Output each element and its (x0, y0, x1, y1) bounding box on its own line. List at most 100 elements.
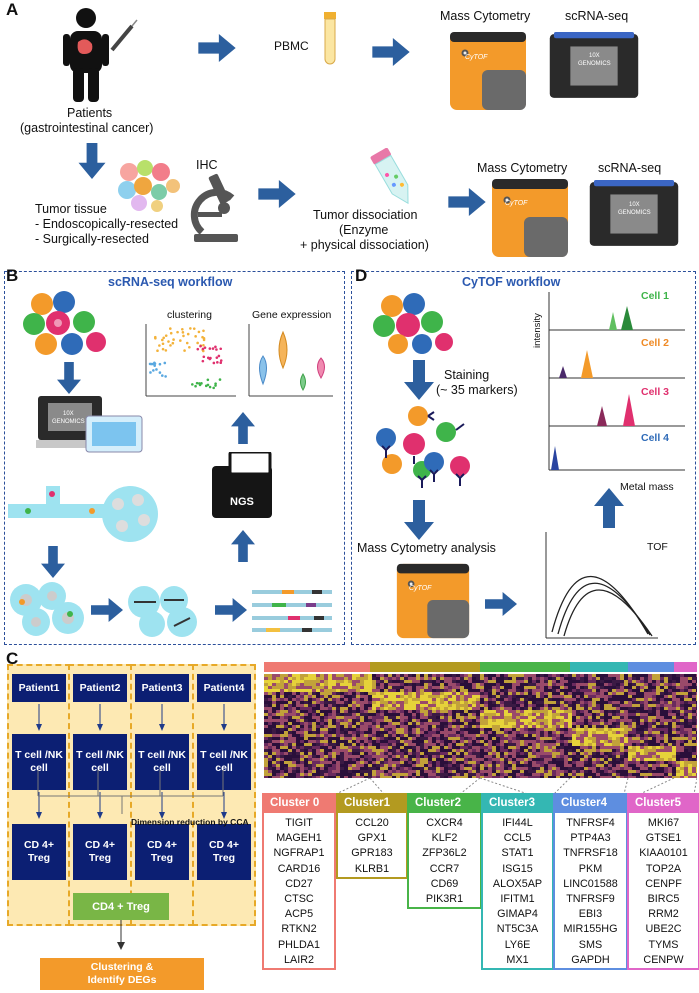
cytof-workflow-panel (351, 271, 696, 645)
gene-item: MIR155HG (563, 923, 618, 936)
gene-expression-label: Gene expression (252, 309, 332, 321)
cell-2-label: Cell 2 (641, 337, 670, 349)
arrow-right-icon (198, 34, 236, 62)
cluster-name: Cluster5 (629, 795, 698, 813)
gene-item: ZFP36L2 (422, 847, 467, 860)
gene-item: KLRB1 (354, 862, 390, 875)
merged-treg-box: CD4 + Treg (73, 893, 169, 920)
cluster-name: Cluster3 (483, 795, 552, 813)
gene-item: GPX1 (357, 832, 387, 845)
arrow-down-icon (97, 704, 103, 731)
patient-figure-icon (63, 8, 138, 102)
pbmc-label: PBMC (274, 39, 309, 53)
heatmap-cluster-segment (264, 662, 370, 672)
arrow-down-icon (40, 546, 66, 578)
markers-label: (~ 35 markers) (436, 383, 518, 397)
panel-label-d: D (355, 266, 368, 285)
cytof-workflow-title: CyTOF workflow (462, 275, 561, 289)
gene-item: PHLDA1 (277, 938, 320, 951)
cell-cluster-icon (373, 293, 453, 354)
gene-item: STAT1 (501, 847, 534, 860)
heatmap-cluster-bar (264, 662, 697, 672)
arrow-down-icon (159, 704, 165, 731)
gene-item: CD69 (430, 877, 459, 890)
heatmap-cluster-segment (570, 662, 628, 672)
violin-plot (248, 324, 333, 397)
gene-item: CTSC (284, 893, 314, 906)
arrow-up-icon (230, 530, 256, 562)
patient-name-box: Patient4 (197, 674, 251, 702)
panel-label-a: A (6, 0, 19, 19)
gene-item: MKI67 (647, 817, 680, 829)
tumor-dissociation-label: Tumor dissociation (313, 208, 418, 222)
gene-item: TNFRSF9 (566, 893, 615, 906)
mass-cytometry-top-label: Mass Cytometry (440, 9, 531, 23)
gene-item: CARD16 (277, 862, 321, 875)
gene-item: GAPDH (571, 953, 610, 966)
cytof-machine-icon (448, 30, 528, 112)
tumor-tissue-label: Tumor tissue (35, 202, 107, 216)
gene-item: TIGIT (285, 817, 313, 829)
arrow-up-icon (594, 488, 624, 528)
cytof-logo: CyTOF (505, 200, 528, 207)
gene-item: ISG15 (502, 862, 533, 875)
dimension-reduction-label: Dimension reduction by CCA (131, 817, 249, 827)
gene-item: LY6E (504, 938, 531, 951)
gene-item: CD27 (285, 877, 313, 890)
genomics-logo-line1: 10X (588, 53, 600, 59)
patient-name-box: Patient3 (135, 674, 189, 702)
gene-item: KLF2 (431, 832, 458, 845)
gene-item: BIRC5 (647, 893, 680, 906)
sequencer-chip-icon (36, 396, 143, 453)
arrow-down-icon (404, 360, 434, 400)
gene-item: IFITM1 (500, 893, 535, 906)
gene-item: CCR7 (429, 862, 460, 875)
gene-item: GIMAP4 (497, 908, 538, 921)
metal-mass-label: Metal mass (620, 481, 674, 493)
physical-label: + physical dissociation) (300, 238, 429, 252)
patient-name-box: Patient2 (73, 674, 127, 702)
merge-lines (37, 770, 224, 814)
gene-item: SMS (578, 938, 603, 951)
tcell-nk-box: T cell /NK cell (197, 734, 251, 790)
gene-item: TNFRSF4 (566, 817, 615, 829)
staining-label: Staining (444, 368, 490, 382)
cluster-name: Cluster1 (338, 795, 406, 813)
cluster-name: Cluster 0 (264, 795, 334, 813)
arrow-down-icon (221, 792, 227, 819)
cell-cluster-icon (23, 291, 106, 355)
arrow-down-icon (56, 362, 82, 394)
arrow-down-icon (404, 500, 434, 540)
cd4-treg-box: CD 4+ Treg (135, 824, 189, 880)
gene-item: NT5C3A (496, 923, 539, 936)
cytof-logo: CyTOF (409, 585, 432, 592)
arrow-down-icon (36, 704, 42, 731)
intensity-plot (548, 292, 685, 471)
panel-label-c: C (6, 649, 19, 668)
genomics-logo-line2: GENOMICS (618, 210, 651, 216)
arrow-right-icon (258, 180, 296, 208)
gene-item: PKM (578, 862, 603, 875)
tof-label: TOF (647, 541, 668, 553)
gene-item: CENPW (643, 953, 684, 966)
ngs-label: NGS (230, 496, 254, 508)
gene-item: RRM2 (648, 908, 679, 921)
gene-item: IFI44L (502, 817, 533, 829)
cytof-machine-icon (394, 562, 472, 640)
gene-item: KIAA0101 (639, 847, 688, 860)
gene-item: ACP5 (284, 908, 314, 921)
scrna-workflow-panel (4, 271, 345, 645)
scrna-bottom-label: scRNA-seq (598, 161, 662, 175)
cell-1-label: Cell 1 (641, 290, 670, 302)
heatmap (264, 674, 697, 778)
microscope-icon (190, 173, 238, 242)
